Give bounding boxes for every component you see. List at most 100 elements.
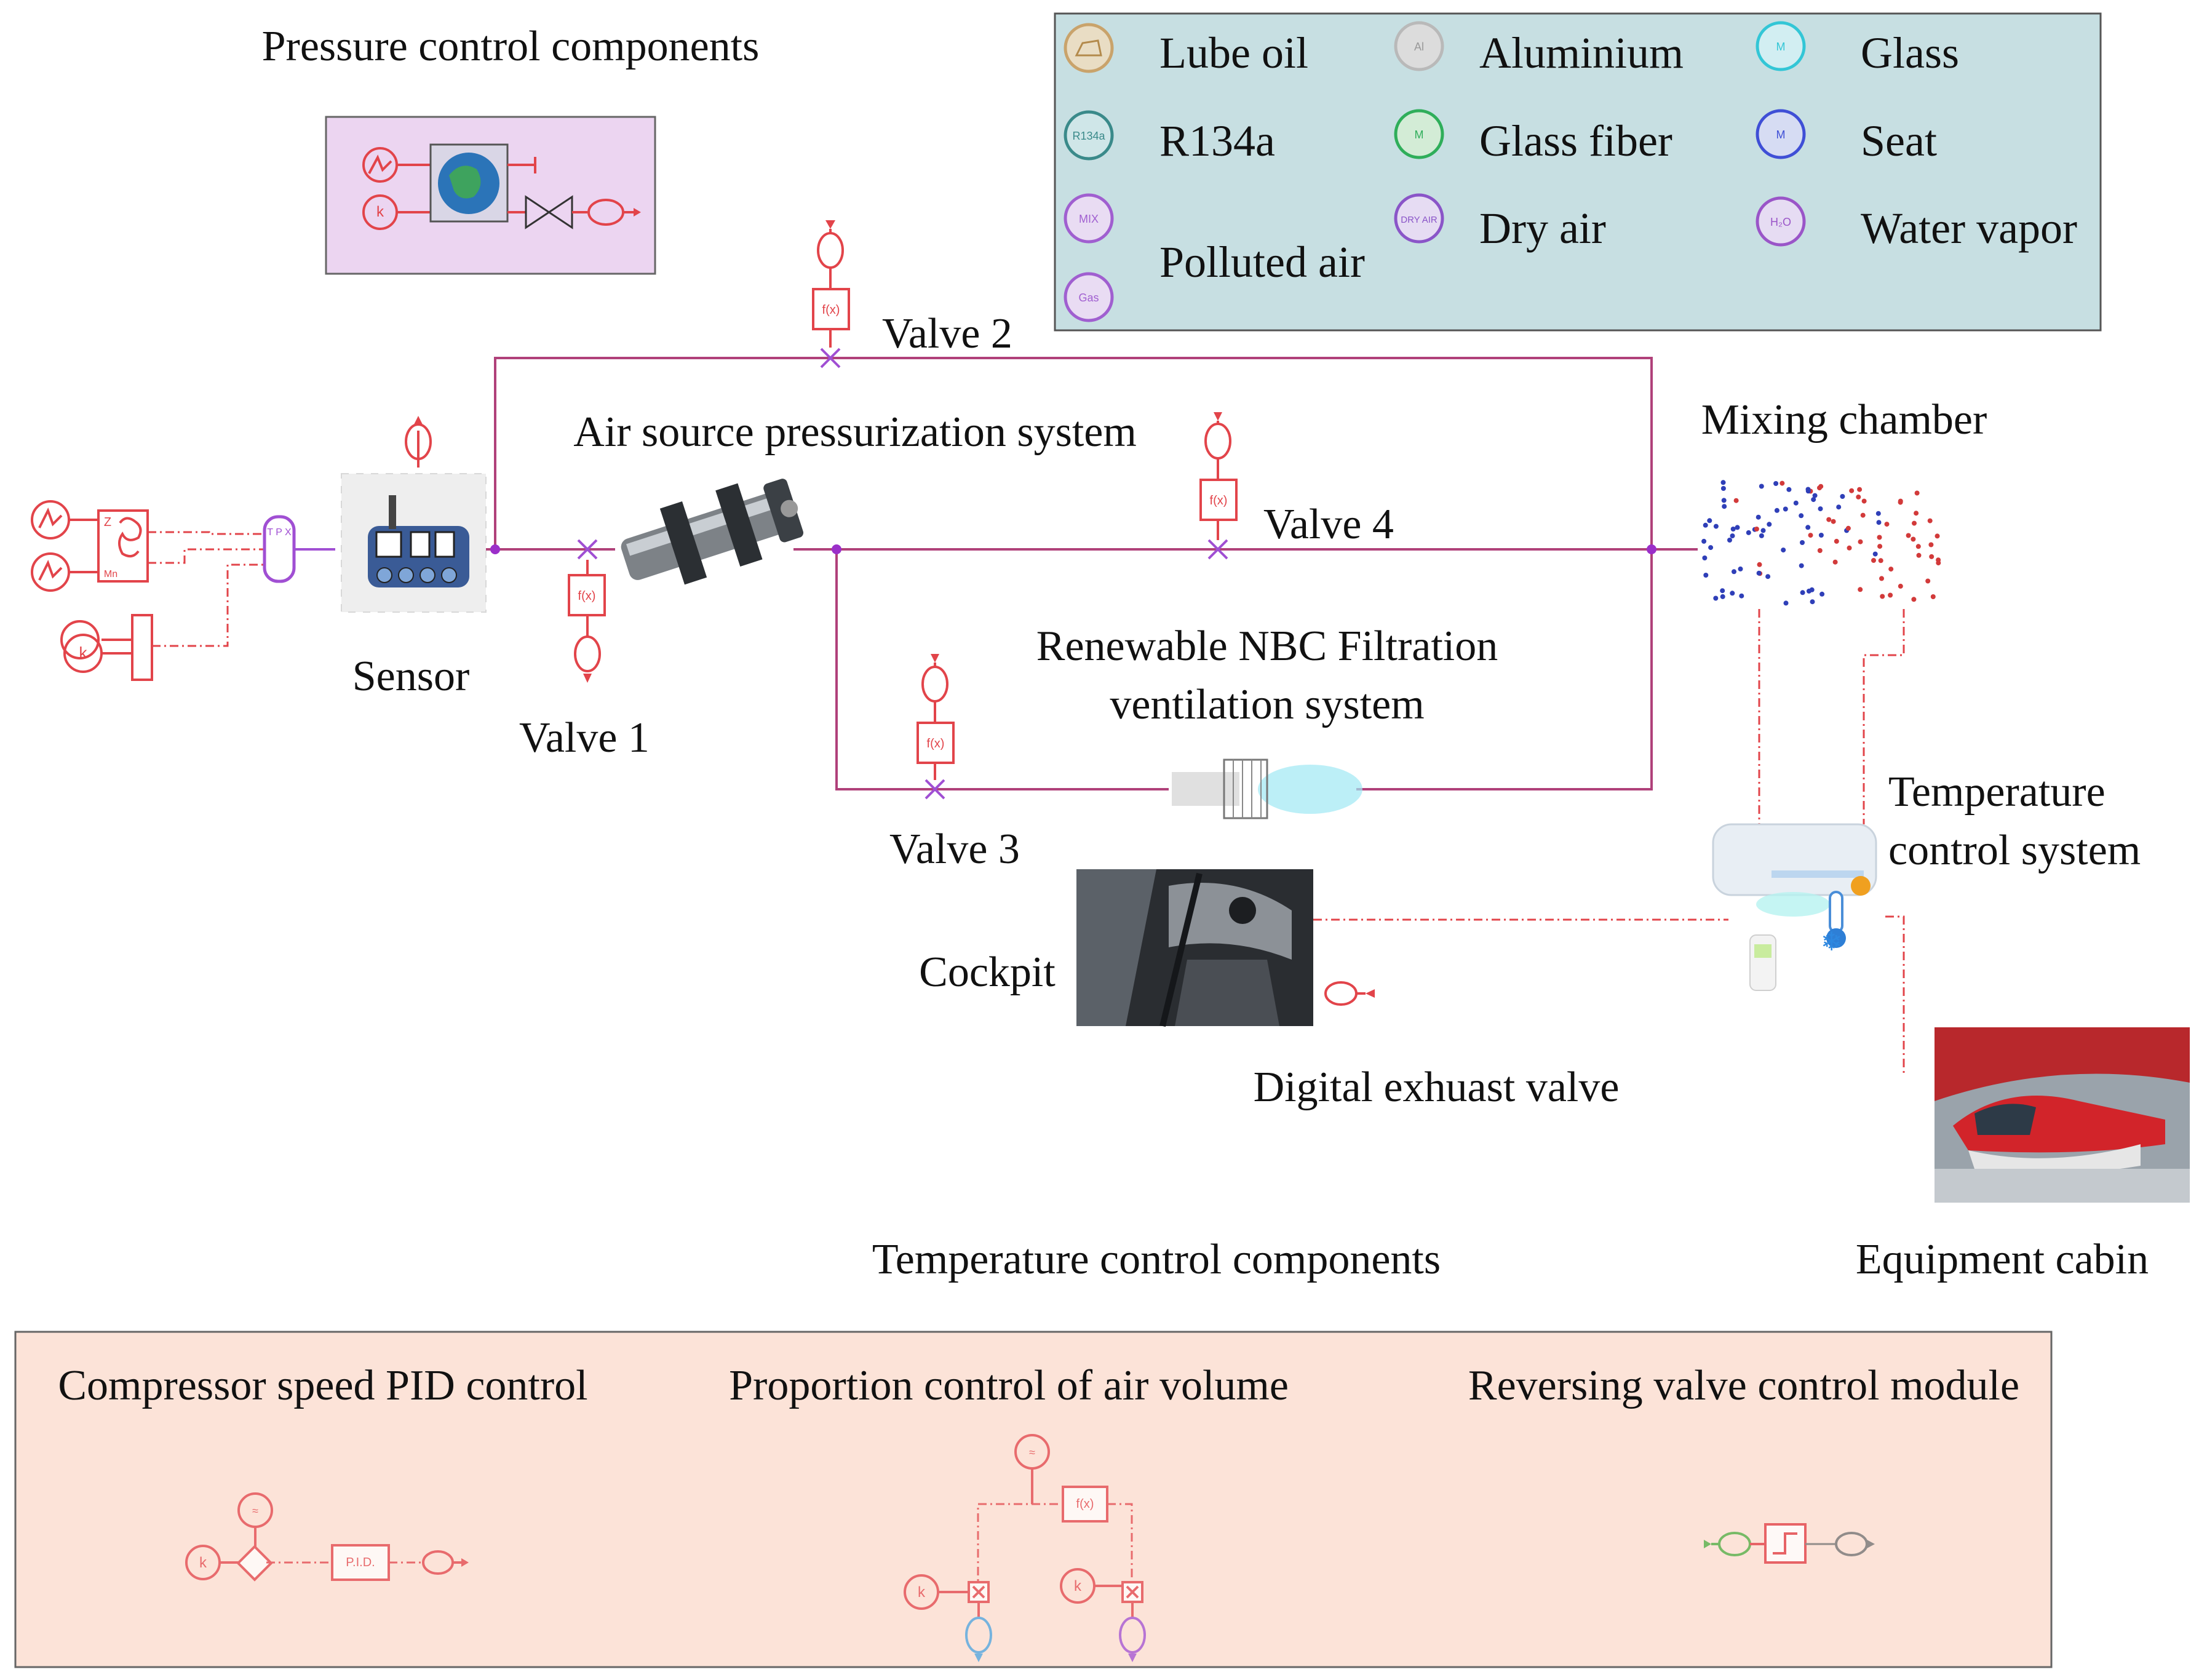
sun-icon — [1851, 876, 1871, 896]
valve-4-label: Valve 4 — [1263, 501, 1394, 548]
particle-dot — [1845, 525, 1851, 531]
valve-symbol-icon — [525, 195, 573, 229]
particle-dot — [1707, 518, 1712, 524]
particle-dot — [1819, 591, 1825, 597]
legend-label-dry-air: Dry air — [1479, 204, 1606, 253]
cockpit-photo — [1076, 869, 1313, 1027]
particle-dot — [1727, 538, 1732, 543]
particle-dot — [1877, 535, 1882, 540]
z-label: Z — [104, 516, 111, 529]
valve-4-symbol — [1207, 539, 1228, 560]
valve-4-fx-block — [1199, 479, 1238, 521]
prop-k-label-2: k — [1074, 1578, 1082, 1594]
particle-dot — [1702, 555, 1708, 560]
prop-k-label-1: k — [918, 1584, 926, 1601]
particle-dot — [1879, 576, 1884, 581]
valve-1-label: Valve 1 — [519, 714, 650, 762]
temp-system-label-line2: control system — [1888, 827, 2141, 874]
pid-k-label: k — [199, 1555, 207, 1571]
k-label: k — [376, 204, 384, 220]
particle-dot — [1805, 525, 1811, 530]
dry-air-icon-text: DRY AIR — [1401, 215, 1438, 225]
air-source-pressurization: Air source pressurization system — [573, 408, 1137, 585]
cockpit: Cockpit Digital exhuast valve — [919, 869, 1728, 1111]
particle-dot — [1856, 494, 1861, 500]
valve-3-symbol — [925, 779, 945, 800]
particle-dot — [1756, 514, 1761, 520]
temp-components-title: Temperature control components — [872, 1236, 1441, 1283]
valve-2: f(x) Valve 2 — [812, 220, 1012, 368]
filter-icon — [1172, 758, 1362, 819]
particle-dot — [1880, 594, 1885, 599]
particle-dot — [1875, 511, 1881, 516]
mixing-particles — [1701, 480, 1941, 606]
particle-dot — [1834, 538, 1839, 544]
sensor: Sensor — [341, 416, 487, 700]
particle-dot — [1876, 520, 1882, 525]
r134a-icon — [1064, 110, 1114, 161]
particle-dot — [1872, 551, 1878, 557]
particle-dot — [1783, 600, 1789, 606]
dry-air-icon — [1394, 193, 1444, 244]
pid-block — [331, 1544, 390, 1581]
particle-dot — [1805, 487, 1811, 492]
seat-icon — [1756, 109, 1806, 159]
particle-dot — [1720, 594, 1725, 599]
legend-item-glass: M Glass — [1756, 21, 1959, 78]
legend-item-aluminium: Al Aluminium — [1394, 21, 1684, 78]
particle-dot — [1817, 485, 1822, 491]
proportion-control-label: Proportion control of air volume — [729, 1362, 1289, 1409]
mixing-chamber: Mixing chamber — [1698, 396, 1987, 837]
valve-2-fx-label: f(x) — [822, 303, 840, 317]
particle-dot — [1701, 538, 1707, 544]
valve-2-fx-block — [812, 288, 850, 330]
particle-dot — [1774, 508, 1779, 513]
particle-dot — [1760, 528, 1766, 533]
particle-dot — [1858, 587, 1863, 592]
legend-item-seat: M Seat — [1756, 109, 1937, 165]
equipment-cabin-label: Equipment cabin — [1856, 1236, 2149, 1283]
tpx-block — [263, 515, 296, 583]
valve-2-symbol — [820, 348, 841, 368]
mn-label: Mn — [104, 569, 117, 579]
particle-dot — [1767, 522, 1772, 527]
particle-dot — [1930, 594, 1936, 599]
aluminium-icon — [1394, 21, 1444, 71]
particle-dot — [1800, 590, 1805, 595]
particle-dot — [1935, 533, 1940, 539]
legend-label-seat: Seat — [1861, 116, 1937, 165]
particle-dot — [1756, 570, 1762, 576]
particle-dot — [1898, 500, 1903, 505]
valve-2-port — [817, 232, 844, 269]
pid-label: P.I.D. — [346, 1556, 375, 1569]
exhaust-valve-port — [1324, 981, 1358, 1006]
particle-dot — [1912, 520, 1917, 526]
legend-item-dry-air: DRY AIR Dry air — [1394, 193, 1606, 253]
legend-box — [1054, 12, 2102, 332]
particle-dot — [1818, 533, 1824, 538]
prop-output-port-1 — [965, 1617, 992, 1654]
particle-dot — [1817, 548, 1823, 553]
valve-1: f(x) Valve 1 — [519, 539, 650, 762]
glass-icon — [1756, 21, 1806, 71]
legend-item-glass-fiber: M Glass fiber — [1394, 109, 1672, 165]
particle-dot — [1759, 484, 1764, 489]
helicopter-photo — [1935, 1027, 2190, 1203]
reversing-valve-label: Reversing valve control module — [1468, 1362, 2019, 1409]
nbc-label-line2: ventilation system — [1110, 681, 1424, 728]
particle-dot — [1831, 519, 1836, 524]
prop-setpoint-glyph: ≈ — [1029, 1446, 1035, 1459]
particle-dot — [1739, 593, 1744, 599]
r134a-icon-text: R134a — [1072, 130, 1105, 142]
particle-dot — [1757, 562, 1762, 567]
particle-dot — [1826, 517, 1832, 522]
particle-dot — [1936, 560, 1941, 566]
particle-dot — [1720, 588, 1725, 594]
constant-k-icon-1 — [60, 620, 100, 659]
aluminium-icon-text: Al — [1414, 41, 1424, 53]
temperature-control-system: Temperature control system ❄ — [1712, 768, 2141, 1073]
glass-icon-text: M — [1776, 41, 1786, 53]
legend-item-water-vapor: H₂O Water vapor — [1756, 196, 2077, 253]
valve-4-port — [1204, 423, 1231, 460]
particle-dot — [1799, 563, 1804, 568]
